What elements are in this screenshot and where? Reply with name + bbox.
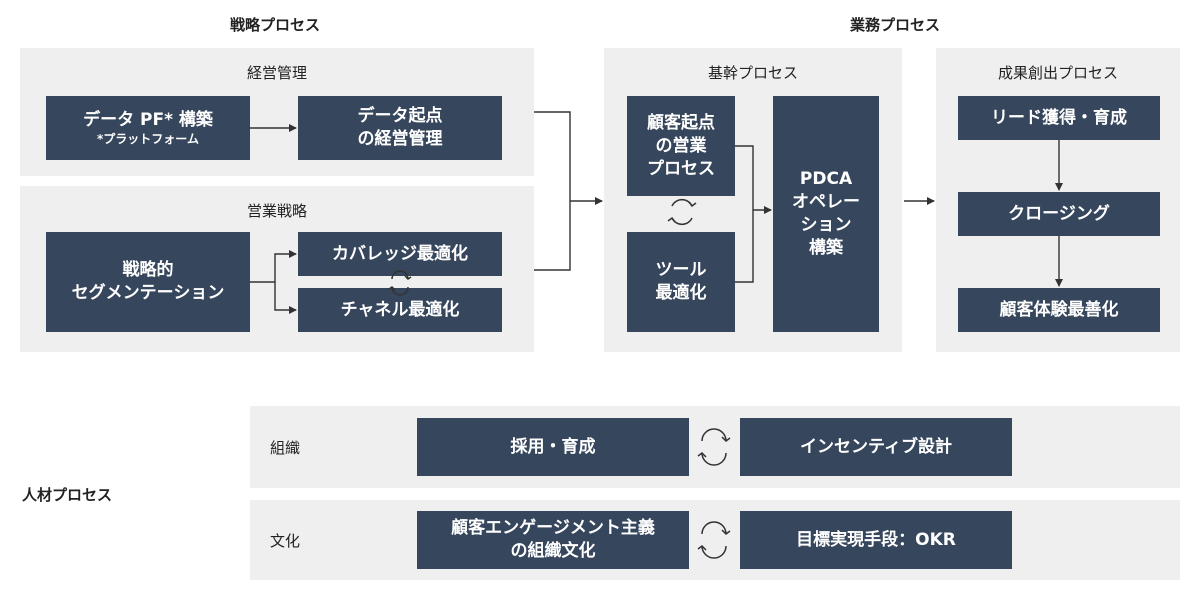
- data-driven-management-line2: の経営管理: [357, 129, 443, 149]
- people-process-title: 人材プロセス: [22, 486, 113, 504]
- customer-driven-sales-box[interactable]: 顧客起点 の営業 プロセス: [627, 96, 735, 196]
- organization-label: 組織: [270, 439, 301, 457]
- business-process-title: 業務プロセス: [849, 16, 940, 34]
- lead-acquisition-box[interactable]: リード獲得・育成: [958, 96, 1160, 140]
- channel-optimization-box[interactable]: チャネル最適化: [298, 288, 502, 332]
- customer-engagement-culture-box[interactable]: 顧客エンゲージメント主義 の組織文化: [417, 511, 689, 569]
- tool-optimization-line1: ツール: [655, 260, 707, 280]
- culture-panel: [250, 500, 1180, 580]
- channel-optimization-label: チャネル最適化: [340, 299, 460, 320]
- okr-box[interactable]: 目標実現手段：OKR: [740, 511, 1012, 569]
- data-driven-management-line1: データ起点: [357, 106, 443, 126]
- core-process-panel-title: 基幹プロセス: [707, 64, 798, 82]
- culture-label: 文化: [270, 532, 301, 550]
- closing-label: クロージング: [1008, 203, 1110, 224]
- organization-panel: [250, 406, 1180, 488]
- strategic-segmentation-line1: 戦略的: [122, 260, 174, 280]
- customer-driven-sales-line3: プロセス: [647, 158, 715, 179]
- strategy-merge-line: [534, 111, 571, 271]
- strategic-segmentation-line2: セグメンテーション: [71, 283, 225, 303]
- customer-experience-label: 顧客体験最善化: [999, 299, 1119, 320]
- pdca-operation-line1: PDCA: [799, 169, 853, 189]
- data-platform-footnote: *プラットフォーム: [97, 132, 199, 146]
- coverage-optimization-label: カバレッジ最適化: [332, 243, 468, 264]
- data-driven-management-box[interactable]: データ起点 の経営管理: [298, 96, 502, 160]
- incentive-design-label: インセンティブ設計: [800, 436, 952, 457]
- lead-acquisition-label: リード獲得・育成: [991, 107, 1127, 128]
- incentive-design-box[interactable]: インセンティブ設計: [740, 418, 1012, 476]
- customer-driven-sales-line1: 顧客起点: [647, 112, 715, 133]
- customer-engagement-culture-line1: 顧客エンゲージメント主義: [451, 518, 655, 538]
- customer-engagement-culture-line2: の組織文化: [510, 541, 596, 561]
- management-panel-title: 経営管理: [246, 64, 307, 82]
- strategic-segmentation-box[interactable]: 戦略的 セグメンテーション: [46, 232, 250, 332]
- tool-optimization-line2: 最適化: [655, 283, 707, 303]
- results-process-panel-title: 成果創出プロセス: [997, 64, 1118, 82]
- coverage-optimization-box[interactable]: カバレッジ最適化: [298, 232, 502, 276]
- pdca-operation-line4: 構築: [809, 238, 843, 258]
- tool-optimization-box[interactable]: ツール 最適化: [627, 232, 735, 332]
- hiring-development-box[interactable]: 採用・育成: [417, 418, 689, 476]
- data-platform-box[interactable]: データ PF* 構築 *プラットフォーム: [46, 96, 250, 160]
- closing-box[interactable]: クロージング: [958, 192, 1160, 236]
- customer-experience-box[interactable]: 顧客体験最善化: [958, 288, 1160, 332]
- pdca-operation-line2: オペレー: [792, 192, 860, 212]
- customer-driven-sales-line2: の営業: [655, 135, 707, 156]
- pdca-operation-box[interactable]: PDCA オペレー ション 構築: [773, 96, 879, 332]
- hiring-development-label: 採用・育成: [510, 436, 596, 457]
- sales-strategy-panel-title: 営業戦略: [246, 202, 307, 220]
- pdca-operation-line3: ション: [800, 215, 852, 235]
- okr-label: 目標実現手段：OKR: [796, 529, 956, 550]
- strategy-process-title: 戦略プロセス: [229, 16, 320, 34]
- data-platform-label: データ PF* 構築: [83, 110, 213, 130]
